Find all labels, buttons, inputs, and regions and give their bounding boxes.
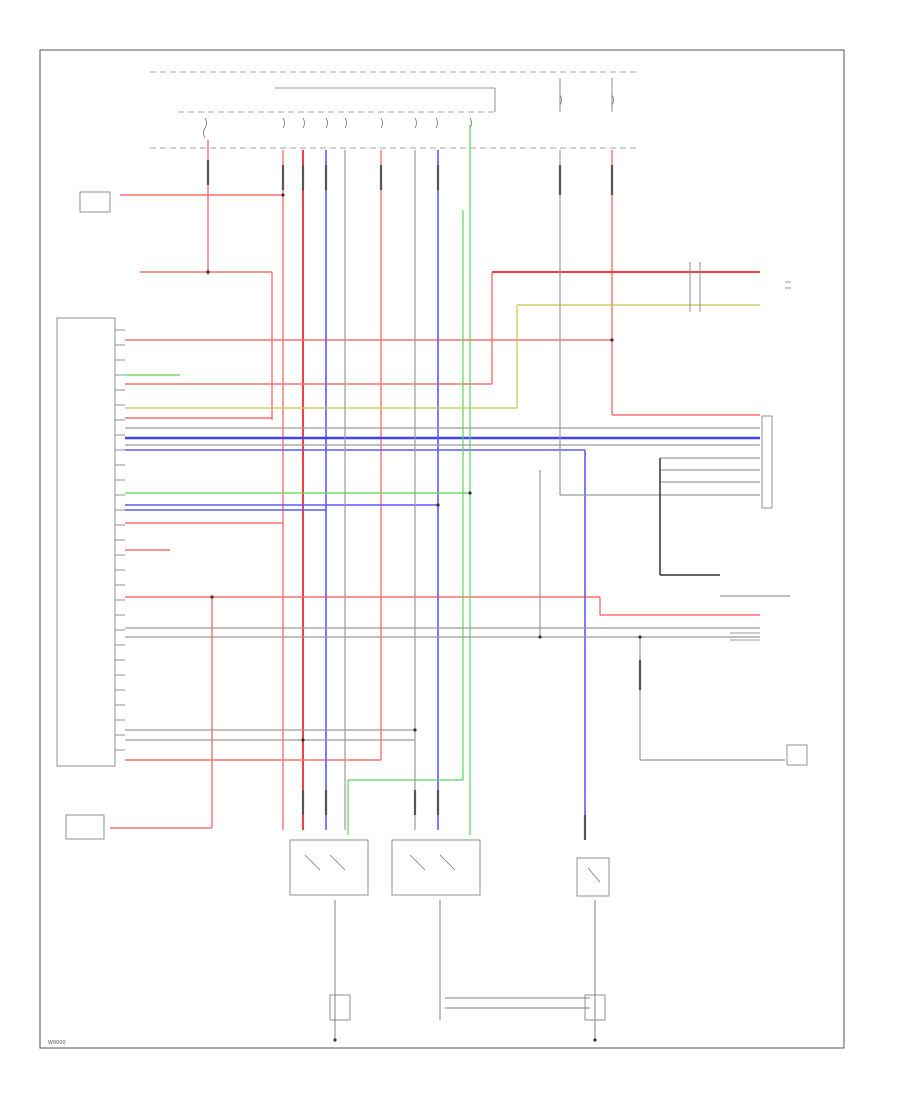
bottom-connector-left: [329, 994, 351, 1021]
connector-marks: [206, 160, 642, 840]
switch-right-front: [289, 839, 369, 896]
bottom-connector-right: [584, 994, 606, 1021]
yellow-wires: [125, 304, 760, 409]
gray-wires: [125, 150, 790, 1040]
switch-rear: [576, 857, 610, 897]
red-wires: [110, 140, 760, 830]
switch-left-front: [391, 839, 481, 896]
transmission-box: [65, 814, 105, 840]
module-pin-ticks: [115, 329, 125, 751]
control-module-box: [56, 317, 116, 767]
green-wires: [125, 125, 471, 835]
right-module-connector: [761, 415, 773, 509]
diagram-frame: [39, 49, 845, 1049]
junction-block-top: [150, 71, 640, 149]
ground-switch-box: [786, 744, 808, 766]
diagram-code: W0000: [48, 1040, 66, 1046]
splice-dots: [206, 193, 642, 1042]
blue-wires: [125, 150, 760, 835]
fuse-row: [203, 94, 614, 139]
top-left-box: [79, 191, 111, 213]
right-connectors: [689, 262, 791, 641]
